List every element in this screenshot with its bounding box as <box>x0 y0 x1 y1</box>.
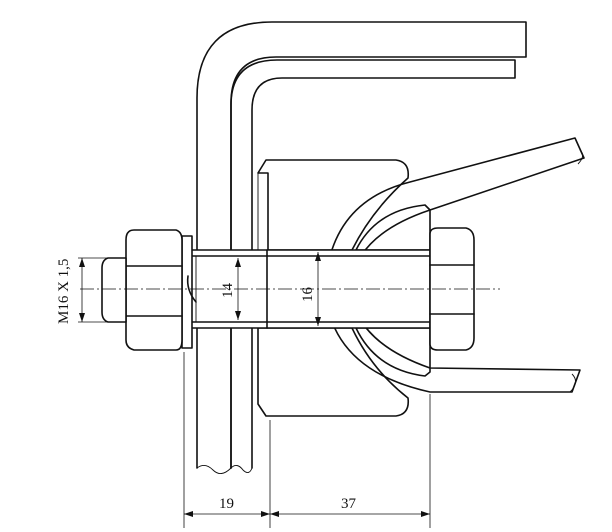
thread-label: M16 X 1,5 <box>56 259 72 324</box>
outer-bracket <box>196 21 527 469</box>
dia-large-label: 16 <box>300 287 316 303</box>
dim-14 <box>235 258 241 320</box>
bushing-section <box>355 204 431 377</box>
length-b-label: 37 <box>341 496 357 512</box>
dim-length <box>183 352 431 528</box>
length-a-label: 19 <box>219 496 234 512</box>
dia-small-label: 14 <box>220 283 236 299</box>
thread-end <box>101 257 127 323</box>
bolt-head <box>429 227 475 351</box>
hex-nut <box>125 229 183 351</box>
bracket-break-lines <box>196 465 253 474</box>
dim-16 <box>315 252 321 326</box>
dim-thread <box>78 257 124 323</box>
split-pin <box>186 275 197 303</box>
inner-bracket <box>230 59 516 469</box>
